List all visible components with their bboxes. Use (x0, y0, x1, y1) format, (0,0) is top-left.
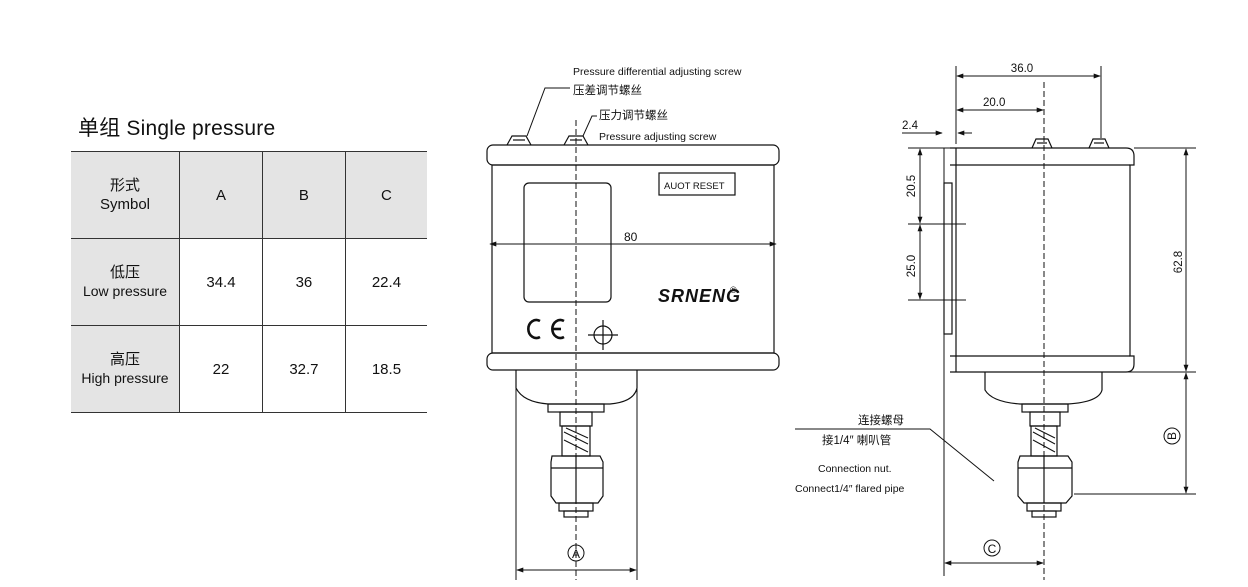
dim-20-5-value: 20.5 (906, 175, 918, 197)
dim-b-label: B (1165, 432, 1179, 440)
pipe-zh-label: 接1/4″ 喇叭管 (822, 433, 891, 447)
housing-bottom-flange (486, 352, 780, 371)
pressure-screw-en-label: Pressure adjusting screw (599, 131, 717, 143)
diff-screw-en-label: Pressure differential adjusting screw (573, 66, 742, 78)
table-row: 高压 High pressure 22 32.7 18.5 (71, 325, 427, 413)
pressure-screw-cap (563, 135, 589, 146)
connection-nut (550, 455, 604, 504)
table-row: 低压 Low pressure 34.4 36 22.4 (71, 238, 427, 326)
dim-2-4-value: 2.4 (902, 120, 919, 132)
nut-en-label: Connection nut. (818, 463, 892, 475)
pressure-screw-zh-label: 压力调节螺丝 (599, 109, 668, 122)
side-screw-cap-1 (1031, 138, 1053, 149)
width-dimension-value: 80 (624, 230, 638, 244)
table-cell: 22.4 (345, 238, 427, 326)
header-symbol-en: Symbol (99, 196, 151, 213)
side-screw-cap-2 (1088, 138, 1110, 149)
side-view (795, 66, 1196, 580)
header-col-c: C (345, 151, 427, 239)
dim-b-circle (1163, 427, 1181, 445)
nut-zh-label: 连接螺母 (858, 413, 904, 427)
spec-table: 形式 Symbol A B C 低压 Low pressure 34.4 36 … (71, 151, 427, 413)
row-label-low: 低压 Low pressure (71, 238, 180, 326)
dimension-a-label: A (572, 547, 580, 561)
dim-c-circle (983, 539, 1001, 557)
diff-screw-cap (506, 135, 532, 146)
dim-36-value: 36.0 (1011, 63, 1033, 75)
mounting-bracket-slot (943, 182, 953, 335)
registered-mark: ® (730, 285, 737, 295)
sight-window (523, 182, 612, 303)
dim-20-value: 20.0 (983, 97, 1005, 109)
table-cell: 22 (179, 325, 263, 413)
ce-mark (527, 318, 565, 340)
header-col-b: B (262, 151, 346, 239)
diff-screw-zh-label: 压差调节螺丝 (573, 83, 642, 97)
table-cell: 32.7 (262, 325, 346, 413)
dimension-a-circle (567, 544, 585, 562)
front-view (486, 87, 780, 580)
dim-62-8-value: 62.8 (1173, 251, 1185, 273)
housing-body (491, 164, 775, 354)
dim-25-value: 25.0 (906, 255, 918, 277)
header-col-a: A (179, 151, 263, 239)
pipe-en-label: Connect1/4″ flared pipe (795, 483, 905, 495)
row-label-en: Low pressure (82, 283, 168, 299)
brand-logo: SRNENG (658, 286, 741, 306)
side-connection-nut (1017, 455, 1073, 504)
header-symbol-cell: 形式 Symbol (71, 151, 180, 239)
reset-label: AUOT RESET (664, 181, 725, 192)
table-header-row: 形式 Symbol A B C (71, 151, 427, 239)
row-label-zh: 低压 (109, 264, 140, 281)
diff-screw-leader (526, 87, 570, 137)
table-cell: 18.5 (345, 325, 427, 413)
dim-c-label: C (988, 542, 997, 556)
header-symbol-zh: 形式 (109, 177, 140, 194)
table-title: 单组 Single pressure (78, 117, 276, 140)
row-label-en: High pressure (81, 370, 169, 386)
housing-top-flange (486, 144, 780, 166)
pressure-screw-leader (582, 115, 597, 137)
row-label-high: 高压 High pressure (71, 325, 180, 413)
nut-leader (795, 428, 995, 482)
row-label-zh: 高压 (109, 351, 140, 368)
reset-label-box (658, 172, 736, 196)
side-housing (950, 147, 1135, 373)
